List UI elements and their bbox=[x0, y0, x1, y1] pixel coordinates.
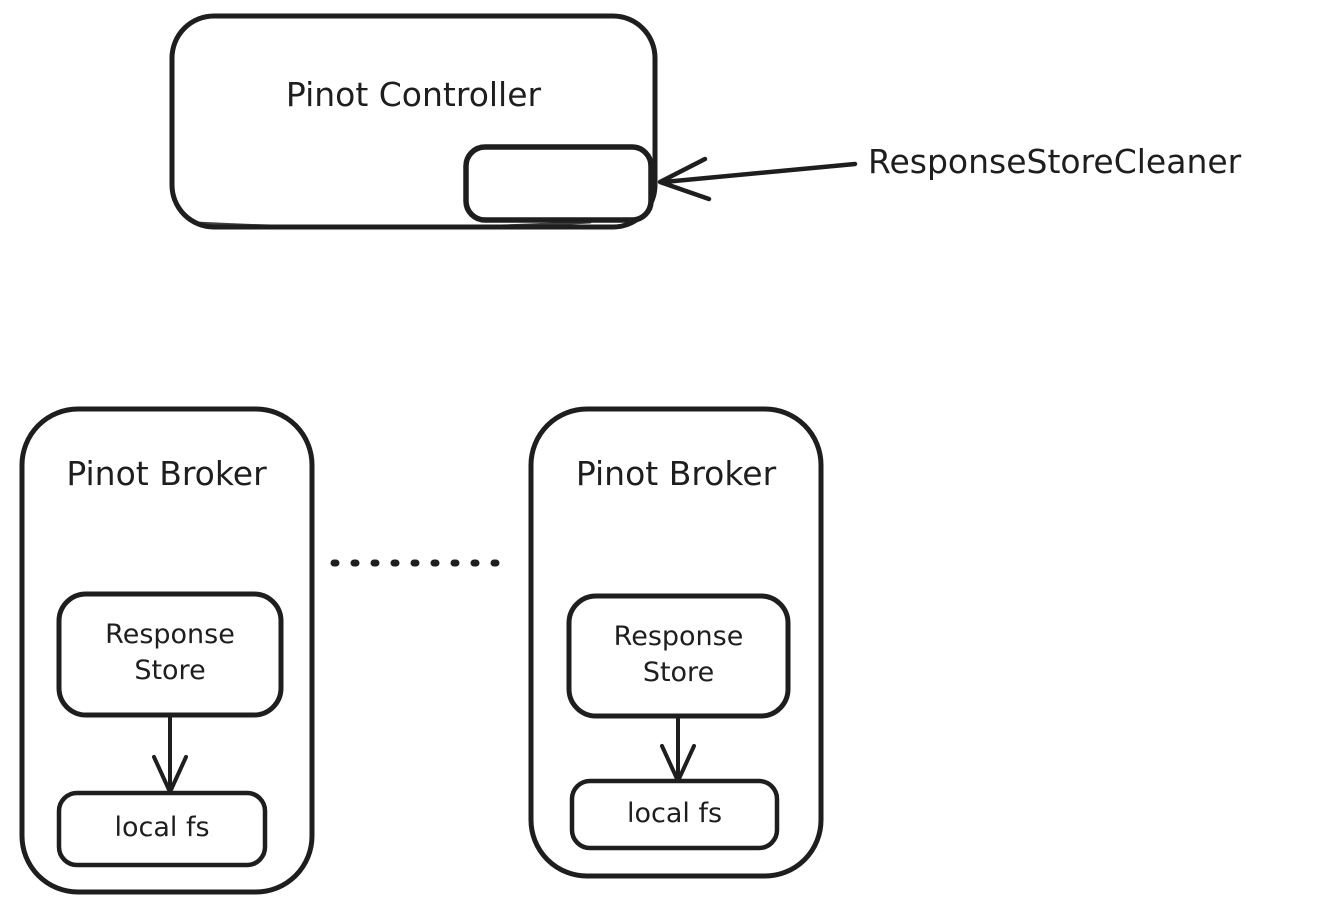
response-store-cleaner-label: ResponseStoreCleaner bbox=[868, 142, 1242, 181]
broker-left-response-store-text: Response Store bbox=[105, 619, 235, 687]
broker-left-response-store-label: Response Store bbox=[59, 617, 281, 690]
broker-left-local-fs-box bbox=[56, 790, 268, 868]
broker-right-local-fs-label: local fs bbox=[626, 798, 723, 829]
broker-left-label: Pinot Broker bbox=[66, 454, 267, 493]
controller-label: Pinot Controller bbox=[285, 75, 542, 114]
controller-box-overdraw-stroke bbox=[194, 220, 592, 230]
broker-right-label: Pinot Broker bbox=[575, 454, 777, 493]
broker-right-local-fs-box bbox=[569, 778, 780, 851]
cleaner-arrow-line bbox=[661, 161, 858, 185]
cleaner-arrow-head bbox=[657, 156, 712, 202]
broker-left-local-fs-label: local fs bbox=[114, 812, 210, 843]
cleaner-slot-box bbox=[463, 144, 654, 223]
broker-right-response-store-label: Response Store bbox=[569, 619, 788, 692]
broker-right-response-store-text: Response Store bbox=[613, 621, 744, 689]
